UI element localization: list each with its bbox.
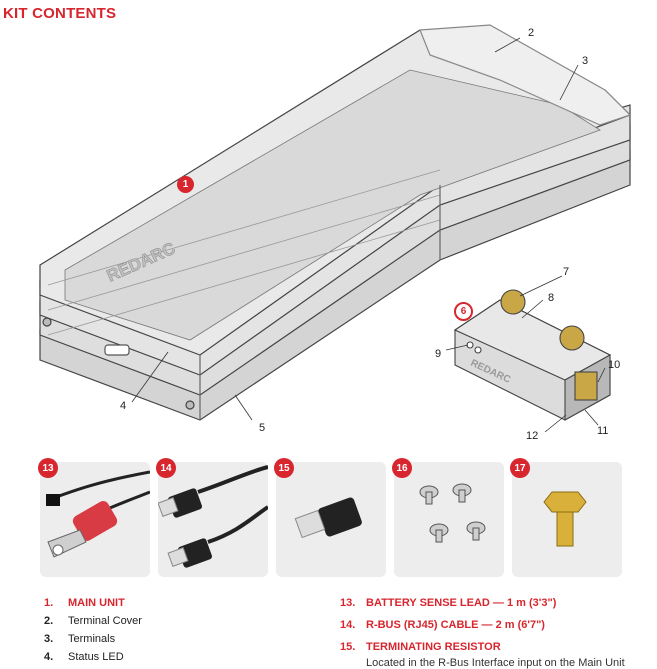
- tile-13-badge: 13: [38, 458, 58, 478]
- list-item: 14. R-BUS (RJ45) CABLE — 2 m (6'7"): [340, 619, 545, 631]
- list-item-label: BATTERY SENSE LEAD — 1 m (3'3"): [366, 597, 557, 609]
- tile-terminating-resistor: 15: [274, 458, 386, 577]
- callout-6: 6: [454, 302, 473, 321]
- callout-12: 12: [526, 430, 539, 442]
- terminating-resistor-note: Located in the R-Bus Interface input on …: [366, 657, 625, 669]
- callout-10: 10: [608, 359, 621, 371]
- callout-8: 8: [548, 292, 555, 304]
- callout-4: 4: [120, 400, 127, 412]
- tile-bolt: 17: [510, 458, 622, 577]
- callout-9: 9: [435, 348, 442, 360]
- tile-screws: 16: [392, 458, 504, 577]
- callout-2: 2: [528, 27, 535, 39]
- list-item: 13. BATTERY SENSE LEAD — 1 m (3'3"): [340, 597, 556, 609]
- tile-16-badge: 16: [392, 458, 412, 478]
- callout-7: 7: [563, 266, 570, 278]
- terminal-bolt-7: [500, 289, 526, 315]
- list-item-label: MAIN UNIT: [68, 597, 125, 609]
- list-item-number: 1.: [44, 597, 54, 609]
- tile-17-badge: 17: [510, 458, 530, 478]
- main-unit-diagram: REDARC REDARC: [39, 24, 632, 433]
- list-item-number: 2.: [44, 615, 54, 627]
- list-item-number: 15.: [340, 641, 356, 653]
- callout-1: 1: [177, 176, 194, 193]
- list-item-number: 4.: [44, 651, 54, 663]
- page-title: KIT CONTENTS: [3, 5, 117, 22]
- interface-unit: [453, 289, 612, 421]
- list-item: 1. MAIN UNIT: [44, 597, 125, 609]
- tile-rbus-cable: 14: [156, 458, 268, 577]
- callout-3: 3: [582, 55, 589, 67]
- callout-11: 11: [597, 425, 609, 437]
- list-item-label: Terminals: [68, 633, 116, 645]
- list-item-label: Terminal Cover: [68, 615, 142, 627]
- tile-15-badge: 15: [274, 458, 294, 478]
- list-item-label: TERMINATING RESISTOR: [366, 641, 501, 653]
- list-item-number: 14.: [340, 619, 356, 631]
- list-item-label: Status LED: [68, 651, 124, 663]
- list-item-number: 13.: [340, 597, 356, 609]
- list-item: 15. TERMINATING RESISTOR: [340, 641, 501, 653]
- list-item: 3. Terminals: [44, 633, 115, 645]
- list-item: 2. Terminal Cover: [44, 615, 142, 627]
- callout-5: 5: [259, 422, 266, 434]
- list-item-label: R-BUS (RJ45) CABLE — 2 m (6'7"): [366, 619, 545, 631]
- tile-14-badge: 14: [156, 458, 176, 478]
- tile-battery-sense-lead: 13: [38, 458, 150, 577]
- terminal-bolt-right: [559, 325, 585, 351]
- list-item-number: 3.: [44, 633, 54, 645]
- list-item: 4. Status LED: [44, 651, 124, 663]
- main-unit-body: [39, 24, 632, 421]
